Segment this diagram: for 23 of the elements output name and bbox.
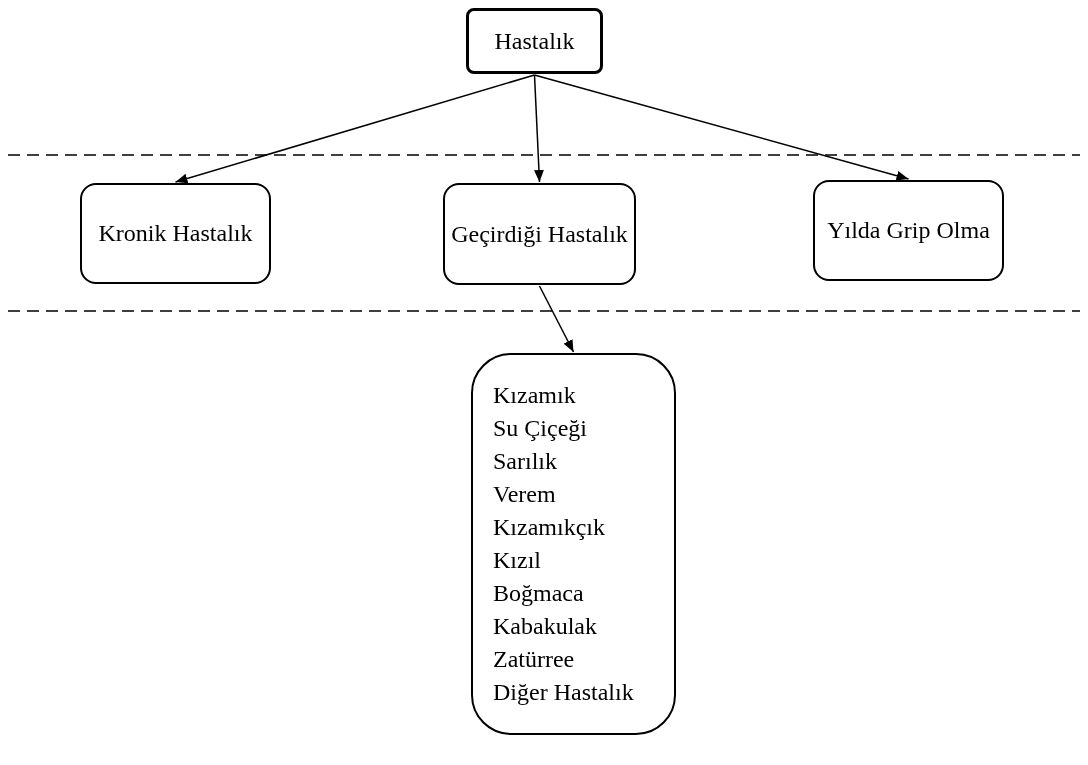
disease-name: Diğer Hastalık xyxy=(493,678,634,707)
category-box xyxy=(813,180,1004,281)
category-box xyxy=(80,183,271,284)
arrow xyxy=(174,74,536,184)
node-label: Geçirdiği Hastalık xyxy=(451,219,628,249)
arrow xyxy=(533,74,544,183)
node-label: Hastalık xyxy=(494,26,575,56)
root-box xyxy=(466,8,603,74)
arrow xyxy=(533,74,910,181)
disease-name: Boğmaca xyxy=(493,579,584,608)
node-label: Yılda Grip Olma xyxy=(827,216,990,245)
disease-name: Kızıl xyxy=(493,546,541,575)
disease-name: Kızamıkçık xyxy=(493,513,605,542)
disease-name: Kabakulak xyxy=(493,612,597,641)
disease-name: Sarılık xyxy=(493,447,557,476)
disease-list-box xyxy=(471,353,676,735)
node-label: Kronik Hastalık xyxy=(98,219,253,248)
disease-name: Zatürree xyxy=(493,645,575,674)
disease-name: Kızamık xyxy=(493,381,576,410)
arrow xyxy=(538,285,575,353)
category-box xyxy=(443,183,636,285)
disease-name: Su Çiçeği xyxy=(493,414,587,443)
disease-name: Verem xyxy=(493,480,556,509)
